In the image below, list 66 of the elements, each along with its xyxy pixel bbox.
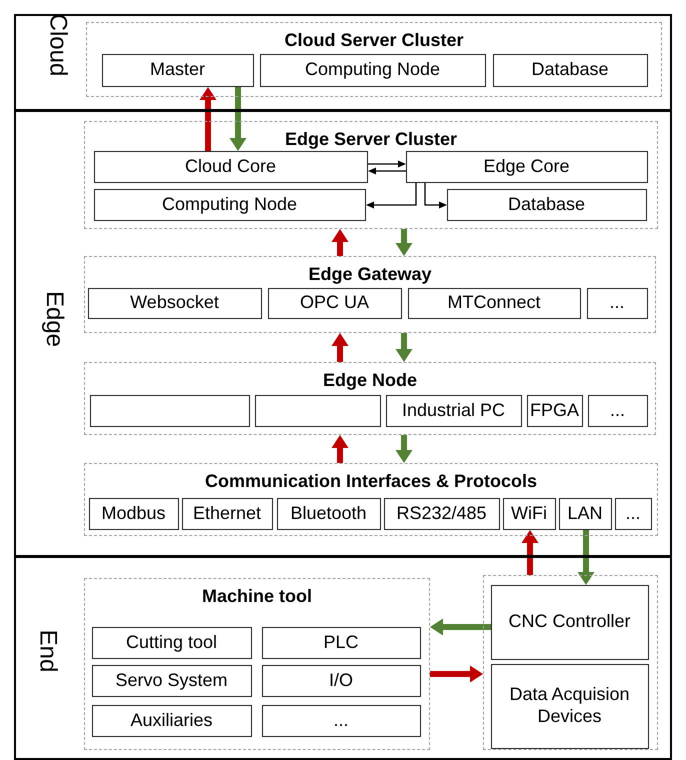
- cluster-panel: [84, 362, 656, 435]
- layer-label: Edge: [40, 291, 68, 348]
- component-box: ...: [614, 498, 652, 530]
- component-box: OPC UA: [268, 288, 402, 318]
- arrow: [522, 530, 538, 575]
- component-box: MTConnect: [408, 288, 580, 318]
- arrow: [396, 333, 412, 362]
- arrow: [230, 87, 246, 151]
- cluster-panel: [84, 121, 658, 229]
- arrow: [396, 229, 412, 256]
- arrow: [366, 183, 417, 208]
- component-box: Database: [492, 54, 648, 86]
- component-box: I/O: [262, 664, 420, 696]
- component-box: ...: [588, 394, 648, 426]
- component-box: Computing Node: [94, 188, 366, 220]
- panel-title: Communication Interfaces & Protocols: [204, 471, 538, 492]
- layer-label: Cloud: [43, 14, 72, 76]
- arrow: [578, 530, 594, 585]
- component-box: [254, 394, 380, 426]
- component-box: PLC: [262, 626, 420, 658]
- component-box: Cutting tool: [92, 626, 252, 658]
- arrow: [430, 618, 491, 636]
- arrow: [396, 435, 412, 463]
- arrow: [430, 666, 483, 682]
- component-box: Servo System: [92, 664, 252, 696]
- component-box: Edge Core: [406, 150, 648, 182]
- arrow: [368, 168, 406, 174]
- component-box: RS232/485: [384, 498, 500, 530]
- component-box: CNC Controller: [490, 584, 648, 660]
- component-box: [90, 394, 250, 426]
- cluster-panel: [84, 256, 656, 333]
- panel-title: Edge Server Cluster: [284, 129, 458, 150]
- component-box: Cloud Core: [94, 150, 368, 182]
- component-box: Computing Node: [260, 54, 486, 86]
- component-box: Master: [102, 54, 254, 86]
- cluster-panel: [84, 463, 658, 536]
- component-box: Database: [446, 188, 646, 220]
- layer-band: [14, 110, 672, 557]
- arrow: [332, 333, 348, 362]
- arrow: [200, 87, 216, 151]
- component-box: Bluetooth: [276, 498, 380, 530]
- panel-title: Edge Node: [322, 370, 418, 391]
- panel-title: Edge Gateway: [307, 264, 433, 285]
- arrow: [332, 435, 348, 463]
- component-box: Data Acquision Devices: [490, 664, 648, 748]
- component-box: LAN: [558, 498, 612, 530]
- layer-label: End: [33, 629, 62, 672]
- component-box: Auxiliaries: [92, 704, 252, 736]
- component-box: Modbus: [88, 498, 178, 530]
- arrow: [368, 160, 406, 168]
- component-box: FPGA: [526, 394, 582, 426]
- component-box: Ethernet: [182, 498, 272, 530]
- layer-band: [14, 14, 672, 111]
- component-box: ...: [262, 704, 420, 736]
- cluster-panel: [86, 22, 662, 97]
- panel-title: Cloud Server Cluster: [283, 30, 465, 51]
- panel-title: Machine tool: [200, 586, 313, 607]
- arrow: [332, 229, 348, 256]
- component-box: ...: [586, 288, 648, 318]
- component-box: Websocket: [88, 288, 262, 318]
- layer-band: [14, 556, 672, 760]
- cluster-panel: [483, 575, 658, 750]
- arrow: [424, 183, 447, 208]
- component-box: WiFi: [502, 498, 556, 530]
- component-box: Industrial PC: [386, 394, 522, 426]
- cluster-panel: [84, 578, 430, 750]
